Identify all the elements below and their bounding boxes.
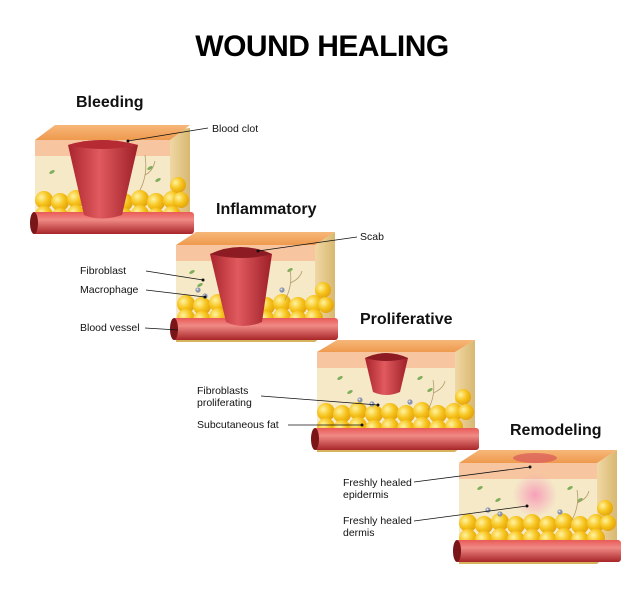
stage-title-remodeling: Remodeling bbox=[510, 422, 602, 439]
label-blood-vessel: Blood vessel bbox=[80, 322, 140, 334]
stage-title-proliferative: Proliferative bbox=[360, 311, 453, 328]
label-subcutaneous-fat: Subcutaneous fat bbox=[197, 419, 279, 431]
block-proliferative bbox=[260, 340, 479, 452]
label-freshly-healed-epidermis: Freshly healed epidermis bbox=[343, 477, 412, 501]
label-freshly-healed-dermis: Freshly healed dermis bbox=[343, 515, 412, 539]
block-inflammatory bbox=[144, 232, 358, 342]
label-scab: Scab bbox=[360, 231, 384, 243]
page-title: WOUND HEALING bbox=[195, 30, 449, 63]
label-macrophage: Macrophage bbox=[80, 284, 139, 296]
block-remodeling bbox=[413, 450, 621, 564]
block-bleeding bbox=[30, 125, 209, 234]
label-blood-clot: Blood clot bbox=[212, 123, 259, 135]
stage-title-bleeding: Bleeding bbox=[76, 94, 144, 111]
stage-title-inflammatory: Inflammatory bbox=[216, 201, 317, 218]
label-fibroblasts-proliferating: Fibroblasts proliferating bbox=[197, 385, 252, 409]
label-fibroblast: Fibroblast bbox=[80, 265, 127, 277]
